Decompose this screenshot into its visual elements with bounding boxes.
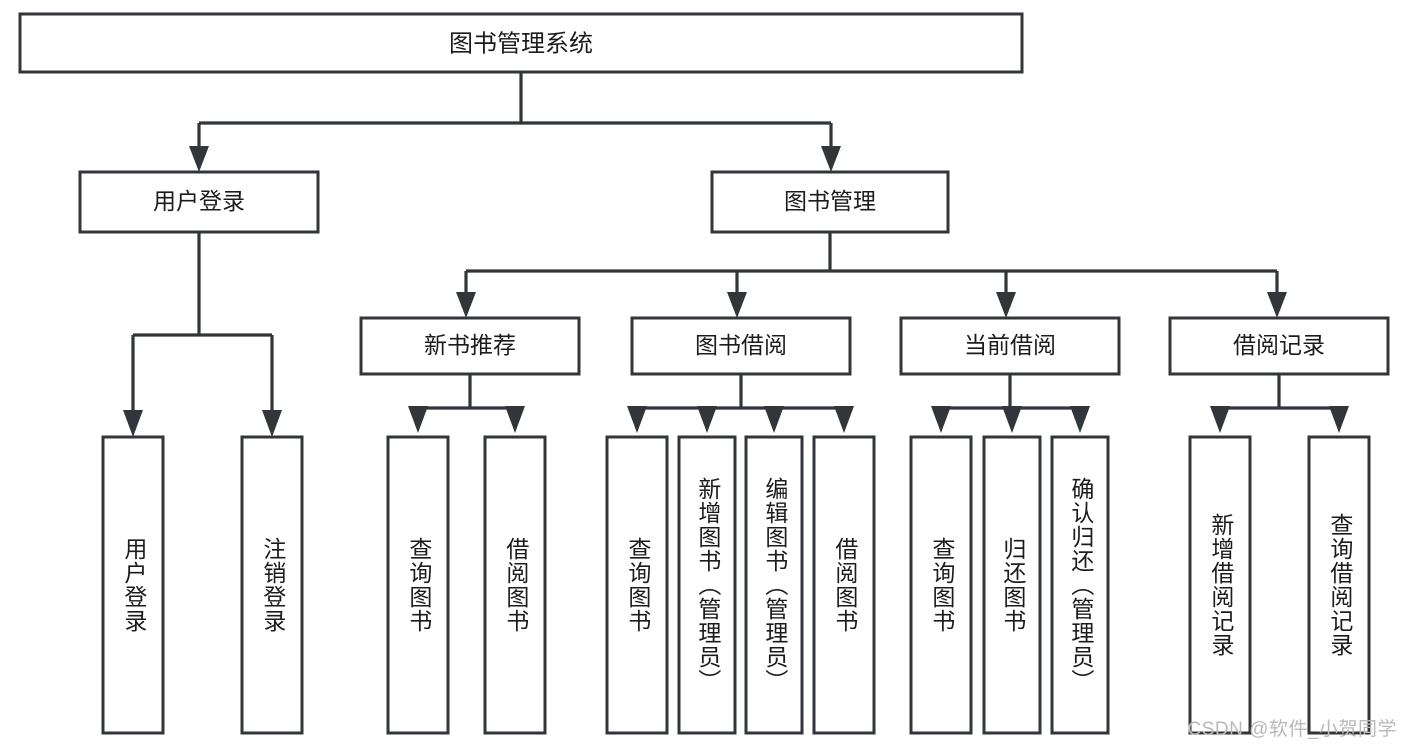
node-current-borrow-label: 当前借阅 bbox=[964, 332, 1056, 358]
arrow-head-book-borrow bbox=[727, 292, 747, 318]
node-leaf-borrow-book-rec-box[interactable] bbox=[483, 435, 547, 735]
edge-group-book-manage bbox=[456, 232, 1287, 318]
node-user-login[interactable]: 用户登录 bbox=[78, 170, 320, 234]
node-leaf-borrow-book-box[interactable] bbox=[812, 435, 876, 735]
edge-group-current-borrow bbox=[931, 374, 1090, 433]
arrow-head-leaf-return-book bbox=[1002, 406, 1022, 433]
node-user-login-label: 用户登录 bbox=[153, 188, 245, 214]
node-current-borrow-box[interactable] bbox=[899, 316, 1121, 376]
node-leaf-query-book-cur-box[interactable] bbox=[909, 435, 973, 735]
arrow-head-new-book-rec bbox=[456, 292, 476, 318]
arrow-head-leaf-edit-book bbox=[764, 406, 784, 433]
node-book-manage-label: 图书管理 bbox=[784, 188, 876, 214]
node-current-borrow[interactable]: 当前借阅 bbox=[899, 316, 1121, 376]
node-leaf-query-book-borrow-box[interactable] bbox=[605, 435, 669, 735]
node-leaf-confirm-return-box[interactable] bbox=[1050, 435, 1110, 735]
arrow-head-leaf-add-book bbox=[697, 406, 717, 433]
node-root[interactable]: 图书管理系统 bbox=[18, 12, 1024, 74]
edge-group-book-borrow bbox=[627, 374, 854, 433]
arrow-head-leaf-query-book-rec bbox=[408, 406, 428, 433]
node-leaf-user-logout-box[interactable] bbox=[240, 435, 304, 735]
node-book-manage-box[interactable] bbox=[710, 170, 950, 234]
node-leaf-add-book-box[interactable] bbox=[677, 435, 737, 735]
node-leaf-return-book-box[interactable] bbox=[982, 435, 1042, 735]
edge-group-new-book-rec bbox=[408, 374, 525, 433]
node-book-borrow-label: 图书借阅 bbox=[695, 332, 787, 358]
arrow-head-leaf-borrow-book bbox=[834, 406, 854, 433]
node-borrow-record-box[interactable] bbox=[1168, 316, 1390, 376]
csdn-watermark: CSDN @软件_小贺同学 bbox=[1187, 719, 1397, 740]
node-book-borrow[interactable]: 图书借阅 bbox=[630, 316, 852, 376]
node-leaf-edit-book-box[interactable] bbox=[744, 435, 804, 735]
arrow-head-book-manage bbox=[821, 146, 841, 172]
arrow-head-leaf-add-record bbox=[1210, 406, 1230, 433]
node-new-book-rec-label: 新书推荐 bbox=[424, 332, 516, 358]
arrow-head-leaf-query-book-borrow bbox=[627, 406, 647, 433]
node-borrow-record[interactable]: 借阅记录 bbox=[1168, 316, 1390, 376]
node-borrow-record-label: 借阅记录 bbox=[1233, 332, 1325, 358]
node-root-box[interactable] bbox=[18, 12, 1024, 74]
node-leaf-query-book-rec-box[interactable] bbox=[386, 435, 450, 735]
edge-group-root bbox=[189, 72, 841, 172]
node-leaf-user-login-box[interactable] bbox=[101, 435, 165, 735]
node-new-book-rec-box[interactable] bbox=[359, 316, 581, 376]
arrow-head-leaf-user-login bbox=[123, 410, 143, 437]
node-book-borrow-box[interactable] bbox=[630, 316, 852, 376]
arrow-head-borrow-record bbox=[1267, 292, 1287, 318]
node-leaf-add-record-box[interactable] bbox=[1188, 435, 1252, 735]
arrow-head-leaf-borrow-book-rec bbox=[505, 406, 525, 433]
node-user-login-box[interactable] bbox=[78, 170, 320, 234]
arrow-head-user-login bbox=[189, 146, 209, 172]
node-leaf-query-record-box[interactable] bbox=[1307, 435, 1371, 735]
arrow-head-leaf-query-record bbox=[1329, 406, 1349, 433]
arrow-head-leaf-user-logout bbox=[262, 410, 282, 437]
edge-group-user-login bbox=[123, 232, 282, 437]
arrow-head-leaf-query-book-cur bbox=[931, 406, 951, 433]
node-new-book-rec[interactable]: 新书推荐 bbox=[359, 316, 581, 376]
node-book-manage[interactable]: 图书管理 bbox=[710, 170, 950, 234]
edge-group-borrow-record bbox=[1210, 374, 1349, 433]
arrow-head-current-borrow bbox=[996, 292, 1016, 318]
arrow-head-leaf-confirm-return bbox=[1070, 406, 1090, 433]
node-root-label: 图书管理系统 bbox=[449, 30, 593, 57]
